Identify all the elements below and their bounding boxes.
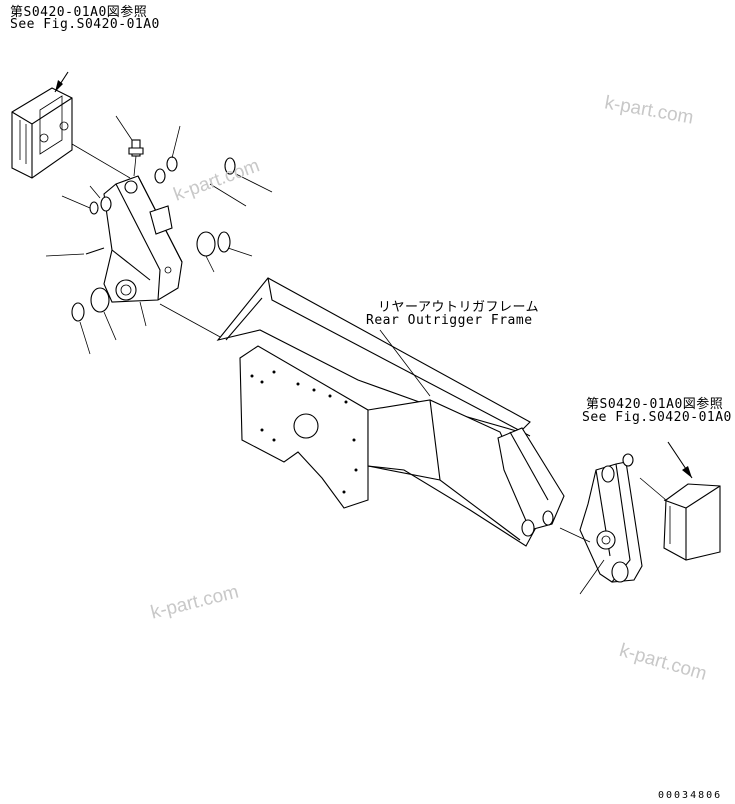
arrow-head-right xyxy=(682,466,692,478)
ref-label-right-en: See Fig.S0420-01A0 xyxy=(582,410,732,425)
right-link-assembly xyxy=(579,453,643,583)
leader-right-link xyxy=(579,559,605,595)
bushing-mid xyxy=(196,231,216,257)
frame-label-leader xyxy=(379,329,431,397)
bolt xyxy=(85,247,105,255)
ref-plate-top-left xyxy=(11,87,73,179)
ref-plate-right xyxy=(663,483,721,561)
ref-label-top-en: See Fig.S0420-01A0 xyxy=(10,17,160,32)
pin xyxy=(224,157,236,175)
leader-lines-left xyxy=(45,115,273,355)
grease-fitting xyxy=(128,139,144,177)
ring-mid xyxy=(217,231,231,253)
frame-label-en: Rear Outrigger Frame xyxy=(366,313,533,328)
ring-low xyxy=(71,302,85,322)
ref-label-top-jp: 第S0420-01A0図参照 xyxy=(10,5,148,20)
ring-a xyxy=(154,168,166,184)
frame-label-jp: リヤーアウトリガフレーム xyxy=(378,300,540,315)
ring-d xyxy=(89,201,99,215)
left-link-assembly xyxy=(103,175,183,303)
rear-outrigger-frame xyxy=(216,277,565,547)
ring-b xyxy=(166,156,178,172)
document-number: 00034806 xyxy=(658,790,723,801)
arrow-head-top-left xyxy=(55,80,63,92)
ring-c xyxy=(100,196,112,212)
ref-label-right-jp: 第S0420-01A0図参照 xyxy=(586,397,724,412)
bushing-low xyxy=(90,287,110,313)
leader-frame-to-link xyxy=(559,527,591,543)
